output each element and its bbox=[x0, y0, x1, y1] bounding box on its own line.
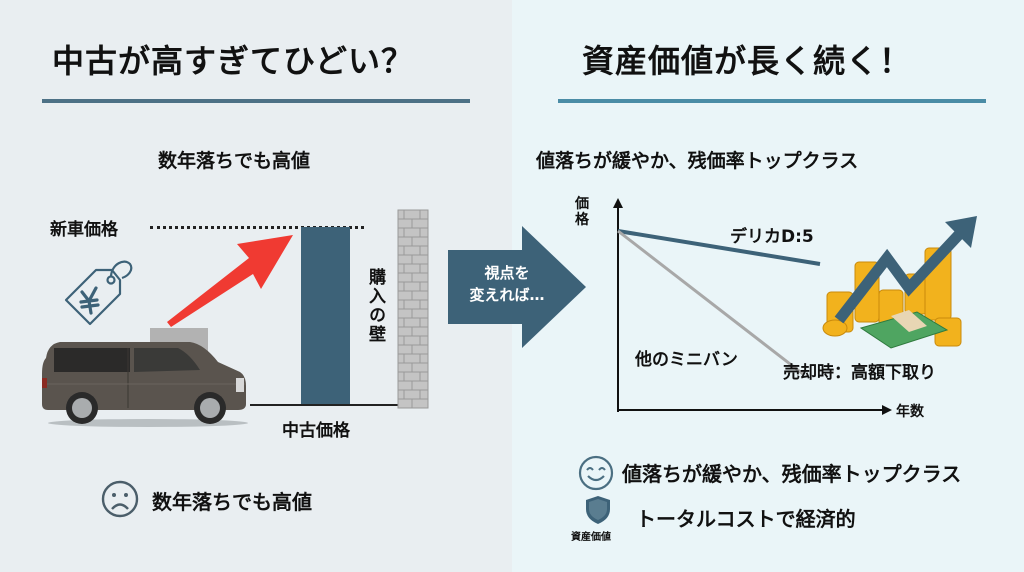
brick-wall-icon bbox=[397, 209, 429, 409]
new-price-label: 新車価格 bbox=[50, 220, 118, 240]
used-price-bar bbox=[301, 227, 350, 405]
right-title: 資産価値が長く続く！ bbox=[582, 42, 913, 80]
other-minivan-line-label: 他のミニバン bbox=[635, 350, 738, 370]
purchase-wall-label: 購入の壁 bbox=[365, 268, 385, 344]
left-subtitle: 数年落ちでも高値 bbox=[158, 150, 311, 172]
delica-line-label: デリカD:5 bbox=[730, 227, 814, 247]
smile-face-icon bbox=[578, 455, 614, 491]
depreciation-graph bbox=[613, 198, 892, 415]
used-price-label: 中古価格 bbox=[282, 421, 350, 441]
y-axis-label: 価格 bbox=[575, 196, 589, 228]
baseline bbox=[250, 404, 400, 406]
center-arrow-shape bbox=[448, 226, 586, 348]
new-price-dashed-line bbox=[150, 226, 364, 229]
red-rising-arrow-icon bbox=[167, 235, 293, 327]
left-title-rule bbox=[42, 99, 470, 103]
left-panel: 中古が高すぎてひどい？ 数年落ちでも高値 新車価格 購入の壁 bbox=[42, 42, 470, 518]
right-subtitle: 値落ちが緩やか、残価率トップクラス bbox=[536, 150, 859, 172]
bullet-2-text: トータルコストで経済的 bbox=[636, 507, 856, 531]
left-bottom-note: 数年落ちでも高値 bbox=[152, 490, 312, 514]
sad-face-icon bbox=[101, 480, 139, 518]
center-arrow-label: 視点を 変えれば… bbox=[452, 262, 562, 306]
center-arrow-line-2: 変えれば… bbox=[469, 286, 545, 304]
yen-price-tag-icon bbox=[64, 260, 133, 326]
x-axis-label: 年数 bbox=[896, 404, 924, 420]
sale-trade-in-label: 売却時：高額下取り bbox=[783, 363, 936, 383]
right-panel: 資産価値が長く続く！ 値落ちが緩やか、残価率トップクラス 価格 年数 デリカD:… bbox=[512, 0, 1024, 572]
money-growth-icon bbox=[822, 216, 977, 349]
shield-icon bbox=[586, 496, 610, 524]
bullet-1-text: 値落ちが緩やか、残価率トップクラス bbox=[622, 462, 962, 486]
left-title: 中古が高すぎてひどい？ bbox=[52, 42, 415, 80]
minivan-car-image bbox=[42, 342, 248, 427]
right-title-rule bbox=[558, 99, 986, 103]
center-arrow-line-1: 視点を bbox=[484, 264, 530, 282]
shield-icon-caption: 資産価値 bbox=[571, 532, 611, 543]
